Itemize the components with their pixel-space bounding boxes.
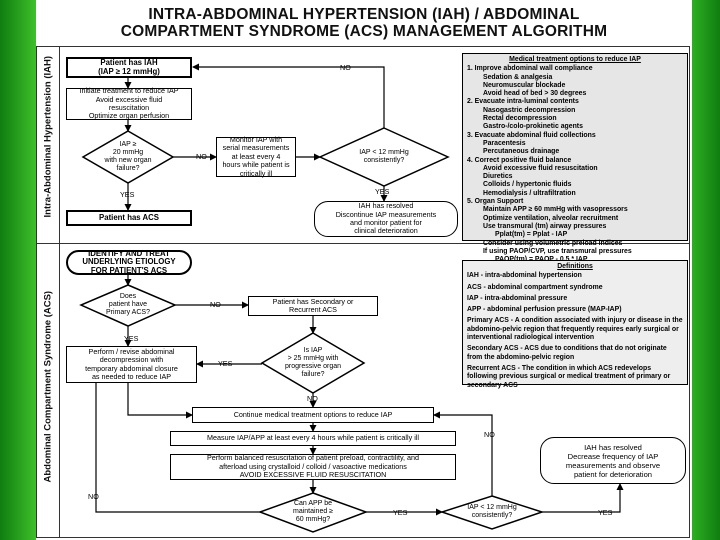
patient-has-acs-box: Patient has ACS	[66, 210, 192, 226]
medical-treatment-line: Consider using volumetric preload indice…	[483, 239, 623, 247]
perform-decompression-box: Perform / revise abdominal decompression…	[66, 346, 197, 383]
medical-treatment-heading: Medical treatment options to reduce IAP	[509, 56, 641, 63]
arrow-iap12-yes-to-resolved	[542, 483, 624, 513]
balanced-resuscitation-box: Perform balanced resuscitation of patien…	[170, 454, 456, 480]
identify-treat-box: IDENTIFY AND TREAT UNDERLYING ETIOLOGY F…	[66, 249, 192, 275]
medical-treatment-line: Pplat(tm) = Pplat - IAP	[495, 231, 568, 239]
definition-item: IAH - intra-abdominal hypertension	[467, 272, 582, 280]
medical-treatment-line: Avoid excessive fluid resuscitation	[483, 164, 598, 172]
medical-treatment-line: Nasogastric decompression	[483, 106, 576, 114]
right-background-stripe	[692, 0, 720, 540]
decision-diamond-app	[257, 492, 369, 533]
definition-item: Recurrent ACS - The condition in which A…	[467, 364, 671, 389]
monitor-iap-box: Monitor IAP with serial measurements at …	[216, 135, 296, 177]
medical-treatment-line: 1. Improve abdominal wall compliance	[467, 65, 593, 73]
medical-treatment-line: Maintain APP ≥ 60 mmHg with vasopressors	[483, 206, 628, 214]
arrow-no-loop-top	[192, 63, 385, 128]
iah-resolved-top-box: IAH has resolved Discontinue IAP measure…	[314, 201, 458, 237]
decision-diamond-iap12-top	[318, 127, 450, 187]
medical-treatment-line: Colloids / hypertonic fluids	[483, 181, 572, 189]
iap20-decision-text: IAP ≥ 20 mmHg with new organ failure?	[104, 141, 152, 172]
decision-diamond-iap12-bottom	[439, 495, 545, 530]
definition-item: IAP - intra-abdominal pressure	[467, 294, 568, 302]
iah-resolved-bottom-box: IAH has resolved Decrease frequency of I…	[540, 437, 686, 484]
label-yes-iap12-bottom: YES	[598, 508, 613, 517]
label-no-top-loop: NO	[340, 63, 351, 72]
medical-treatment-line: 2. Evacuate intra-luminal contents	[467, 98, 579, 106]
label-no-iap12-bottom: NO	[484, 430, 495, 439]
label-yes-iap20: YES	[120, 190, 135, 199]
decision-diamond-iap20	[81, 130, 175, 184]
medical-treatment-line: Rectal decompression	[483, 115, 557, 123]
medical-treatment-line: 5. Organ Support	[467, 198, 524, 206]
initiate-treatment-box: Initiate treatment to reduce IAP Avoid e…	[66, 86, 192, 120]
medical-treatment-line: Hemodialysis / ultrafiltration	[483, 189, 576, 197]
label-yes-app: YES	[393, 508, 408, 517]
label-no-primary: NO	[210, 300, 221, 309]
medical-treatment-line: 3. Evacuate abdominal fluid collections	[467, 131, 596, 139]
iap12-top-decision-text: IAP < 12 mmHg consistently?	[359, 149, 409, 164]
medical-treatment-line: Avoid head of bed > 30 degrees	[483, 90, 587, 98]
secondary-acs-box: Patient has Secondary or Recurrent ACS	[248, 296, 378, 316]
algorithm-frame	[36, 46, 690, 538]
title-line-2: COMPARTMENT SYNDROME (ACS) MANAGEMENT AL…	[120, 23, 608, 40]
left-background-stripe	[0, 0, 36, 540]
definition-item: Secondary ACS - ACS due to conditions th…	[467, 345, 667, 361]
medical-treatment-line: Gastro-/colo-prokinetic agents	[483, 123, 583, 131]
medical-treatment-line: PAOP(tm) = PAOP - 0.5 * IAP	[467, 256, 683, 264]
medical-treatment-line: Paracentesis	[483, 139, 526, 147]
section-label-band	[36, 46, 60, 538]
app-decision-text: Can APP be maintained ≥ 60 mmHg?	[292, 500, 334, 523]
continue-medical-box: Continue medical treatment options to re…	[192, 407, 434, 423]
medical-treatment-line: If using PAOP/CVP, use transmural pressu…	[483, 247, 632, 255]
medical-treatment-line: Use transmural (tm) airway pressures	[483, 222, 607, 230]
decision-diamond-primary	[79, 284, 177, 327]
primary-acs-decision-text: Does patient have Primary ACS?	[106, 293, 150, 316]
label-yes-iap25: YES	[218, 359, 233, 368]
definitions-panel: Definitions IAH - intra-abdominal hypert…	[462, 260, 688, 389]
iap12-bottom-decision-text: IAP < 12 mmHg consistently?	[467, 504, 517, 519]
label-yes-primary: YES	[124, 334, 139, 343]
definition-item: Primary ACS - A condition associated wit…	[467, 317, 683, 342]
decision-diamond-iap25	[260, 332, 366, 394]
medical-treatment-line: Diuretics	[483, 173, 513, 181]
label-no-iap20: NO	[196, 152, 207, 161]
label-no-app: NO	[88, 492, 99, 501]
section-divider	[36, 243, 690, 244]
definition-item: APP - abdominal perfusion pressure (MAP-…	[467, 306, 622, 314]
arrow-iap12-no-loop	[433, 411, 493, 496]
label-yes-iap12-top: YES	[375, 187, 390, 196]
medical-treatment-line: Percutaneous drainage	[483, 148, 560, 156]
medical-treatment-line: 4. Correct positive fluid balance	[467, 156, 572, 164]
medical-treatment-line: Neuromuscular blockade	[483, 81, 566, 89]
definitions-heading: Definitions	[557, 263, 593, 270]
measure-iap-app-box: Measure IAP/APP at least every 4 hours w…	[170, 431, 456, 446]
patient-has-iah-box: Patient has IAH (IAP ≥ 12 mmHg)	[66, 57, 192, 78]
medical-treatment-line: Optimize ventilation, alveolar recruitme…	[483, 214, 619, 222]
medical-treatment-panel: Medical treatment options to reduce IAP …	[462, 53, 688, 271]
arrow-decomp-to-continue	[127, 383, 193, 419]
iap25-decision-text: Is IAP > 25 mmHg with progressive organ …	[284, 347, 342, 378]
title-line-1: INTRA-ABDOMINAL HYPERTENSION (IAH) / ABD…	[148, 6, 580, 23]
medical-treatment-line: Sedation & analgesia	[483, 73, 553, 81]
definition-item: ACS - abdominal compartment syndrome	[467, 283, 603, 291]
label-no-iap25: NO	[307, 394, 318, 403]
arrow-app-no-loop	[92, 360, 262, 513]
slide-title: INTRA-ABDOMINAL HYPERTENSION (IAH) / ABD…	[36, 6, 692, 40]
